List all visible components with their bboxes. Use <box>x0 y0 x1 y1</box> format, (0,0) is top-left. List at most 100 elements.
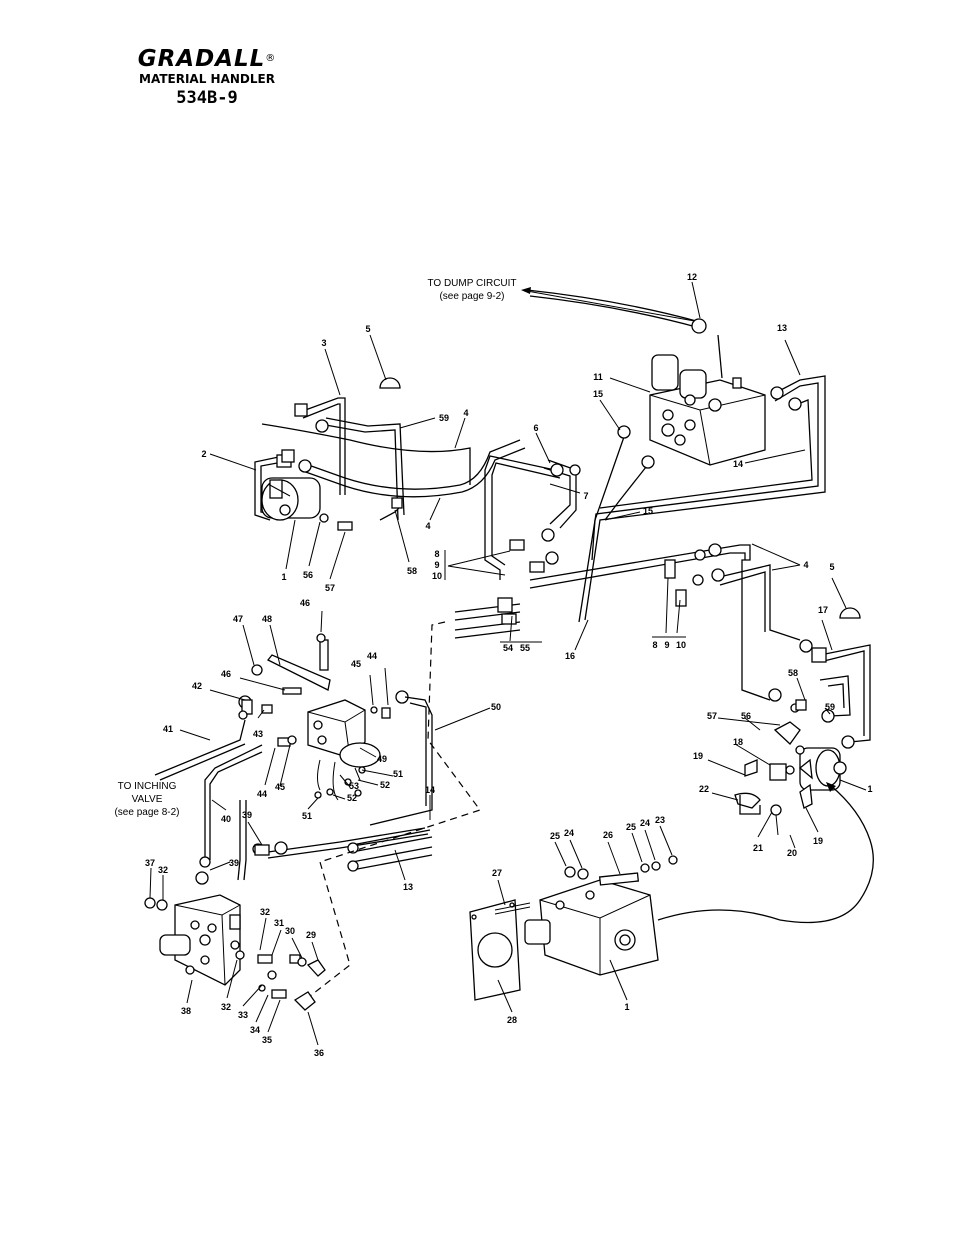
callout: 2 <box>201 449 206 459</box>
callout: 58 <box>788 668 798 678</box>
callout: 52 <box>347 793 357 803</box>
callout: 20 <box>787 848 797 858</box>
callout: 52 <box>380 780 390 790</box>
callout: 5 <box>829 562 834 572</box>
callout: 34 <box>250 1025 260 1035</box>
leader-lines <box>149 281 867 1046</box>
callout: 10 <box>676 640 686 650</box>
callout: 24 <box>564 828 574 838</box>
callout: 33 <box>238 1010 248 1020</box>
callout: 45 <box>351 659 361 669</box>
callout: 1 <box>624 1002 629 1012</box>
inching-valve-note-2: VALVE <box>132 794 163 805</box>
callout: 48 <box>262 614 272 624</box>
callout: 18 <box>733 737 743 747</box>
dashed-route-left <box>304 621 481 1001</box>
upper-fittings <box>281 318 861 749</box>
callout: 7 <box>583 491 588 501</box>
callout: 39 <box>242 810 252 820</box>
callout: 51 <box>302 811 312 821</box>
registered-mark: ® <box>265 53 277 64</box>
dump-arrowhead <box>521 287 531 294</box>
callout: 57 <box>707 711 717 721</box>
callout: 12 <box>687 272 697 282</box>
callout: 51 <box>393 769 403 779</box>
callout: 54 <box>503 643 513 653</box>
callout: 36 <box>314 1048 324 1058</box>
callout: 24 <box>640 818 650 828</box>
callout: 57 <box>325 583 335 593</box>
callout: 45 <box>275 782 285 792</box>
callout: 37 <box>145 858 155 868</box>
callout: 19 <box>693 751 703 761</box>
callout: 17 <box>818 605 828 615</box>
callout: 19 <box>813 836 823 846</box>
group-bars <box>444 550 686 643</box>
brand-block: GRADALL® MATERIAL HANDLER 534B-9 <box>112 46 302 109</box>
gasket-28 <box>469 899 521 1001</box>
callout: 38 <box>181 1006 191 1016</box>
callout: 46 <box>221 669 231 679</box>
valve-block-38 <box>144 843 326 1011</box>
callout: 58 <box>407 566 417 576</box>
inching-valve-note: TO INCHING <box>118 781 177 792</box>
callout: 5 <box>365 324 370 334</box>
callout: 22 <box>699 784 709 794</box>
callout: 14 <box>425 785 435 795</box>
callout: 59 <box>825 702 835 712</box>
callout: 56 <box>303 570 313 580</box>
callout: 26 <box>603 830 613 840</box>
dump-circuit-note: TO DUMP CIRCUIT <box>427 278 516 289</box>
gradall-logo: GRADALL® <box>112 46 302 72</box>
callout: 44 <box>367 651 377 661</box>
callout: 23 <box>655 815 665 825</box>
callout: 25 <box>550 831 560 841</box>
callout: 15 <box>593 389 603 399</box>
model-number: 534B-9 <box>176 88 238 108</box>
upper-hoses <box>254 289 871 743</box>
callout: 11 <box>593 372 603 382</box>
callout: 1 <box>281 572 286 582</box>
callout: 21 <box>753 843 763 853</box>
callout: 44 <box>257 789 267 799</box>
callout: 10 <box>432 571 442 581</box>
dump-circuit-page-note: (see page 9-2) <box>439 291 504 302</box>
callout: 25 <box>626 822 636 832</box>
callout: 9 <box>434 560 439 570</box>
callout: 32 <box>221 1002 231 1012</box>
callout: 27 <box>492 868 502 878</box>
callout: 30 <box>285 926 295 936</box>
logo-text: GRADALL <box>137 46 266 72</box>
callout: 55 <box>520 643 530 653</box>
valve-lines <box>154 696 433 881</box>
callout: 32 <box>158 865 168 875</box>
callout: 15 <box>643 506 653 516</box>
callout: 50 <box>491 702 501 712</box>
callout: 32 <box>260 907 270 917</box>
callout: 16 <box>565 651 575 661</box>
callout: 4 <box>425 521 430 531</box>
dump-arrow <box>526 290 701 323</box>
callout: 59 <box>439 413 449 423</box>
callout-numbers: 12 13 11 15 3 5 59 4 6 14 2 7 15 4 1 56 … <box>145 272 873 1058</box>
callout: 42 <box>192 681 202 691</box>
callout: 13 <box>403 882 413 892</box>
valve-block-11 <box>649 354 766 466</box>
control-valve-49 <box>238 633 409 801</box>
callout: 14 <box>733 459 743 469</box>
callout: 43 <box>253 729 263 739</box>
callout: 47 <box>233 614 243 624</box>
callout: 41 <box>163 724 173 734</box>
callout: 4 <box>803 560 808 570</box>
callout: 13 <box>777 323 787 333</box>
hose-arrowhead <box>826 782 836 792</box>
callout: 6 <box>533 423 538 433</box>
callout: 9 <box>664 640 669 650</box>
callout: 31 <box>274 918 284 928</box>
callout: 35 <box>262 1035 272 1045</box>
callout: 53 <box>349 781 359 791</box>
callout: 40 <box>221 814 231 824</box>
callout: 29 <box>306 930 316 940</box>
studs-nuts <box>494 855 678 915</box>
